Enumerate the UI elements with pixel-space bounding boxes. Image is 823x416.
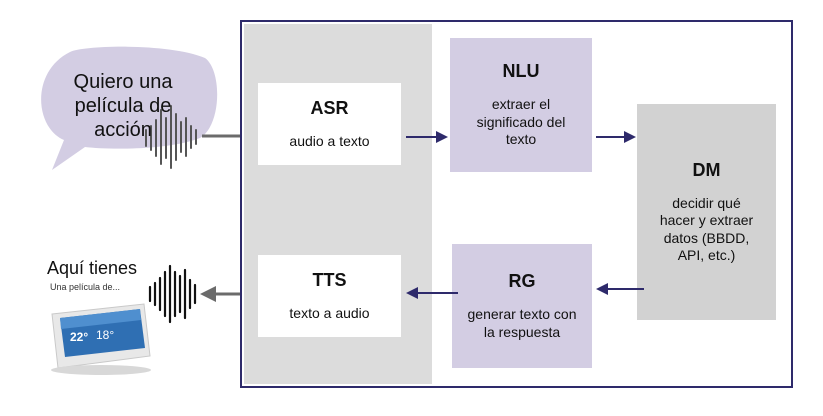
speech-bubble-text: Quiero una película de acción [73,71,173,141]
asr-desc: audio a texto [289,132,370,149]
device-temp-main: 22° [70,330,89,344]
tts-box: TTS texto a audio [258,255,401,337]
reply-title: Aquí tienes [47,258,138,278]
rg-desc: generar texto con la respuesta [467,306,577,340]
smart-display-icon [51,303,151,375]
nlu-title: NLU [502,61,540,82]
asr-title: ASR [310,97,349,118]
nlu-desc: extraer el significado del texto [476,96,566,148]
tts-title: TTS [312,269,347,290]
output-sound-wave-icon [148,264,197,324]
tts-desc: texto a audio [289,304,370,321]
dm-title: DM [692,159,721,180]
nlu-box: NLU extraer el significado del texto [450,38,592,172]
rg-title: RG [508,271,536,291]
device-temp-alt: 18° [96,328,115,342]
dm-desc: decidir qué hacer y extraer datos (BBDD,… [659,194,754,264]
asr-box: ASR audio a texto [258,83,401,165]
dm-box: DM decidir qué hacer y extraer datos (BB… [637,104,776,320]
rg-box: RG generar texto con la respuesta [452,244,592,368]
reply-subtitle: Una película de... [50,282,121,292]
sound-wave-icon [145,105,197,169]
speech-bubble [41,46,218,170]
